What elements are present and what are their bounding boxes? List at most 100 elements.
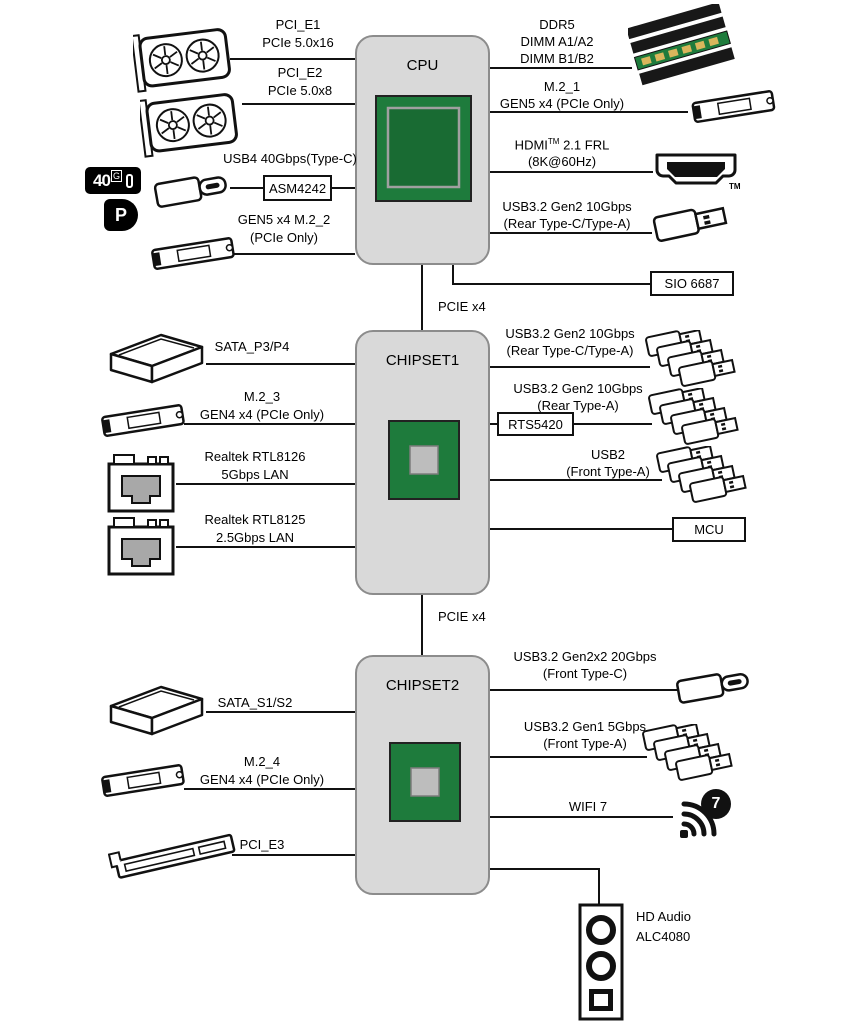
- wire-c1-usbB-a: [490, 423, 497, 425]
- label-cpu-usb32-note: (Rear Type-C/Type-A): [503, 216, 631, 231]
- label-rtl8126-speed: 5Gbps LAN: [221, 467, 289, 482]
- pcie-slot-icon: [108, 833, 236, 879]
- label-sata-s12: SATA_S1/S2: [217, 695, 293, 710]
- label-alc4080: ALC4080: [636, 929, 691, 944]
- label-pci-e1-speed: PCIe 5.0x16: [262, 35, 334, 50]
- wire-c1-usbB-b: [574, 423, 652, 425]
- sio6687-chip: SIO 6687: [650, 271, 734, 296]
- wire-sata-s12: [206, 711, 355, 713]
- ddr5-dimm-icon: [628, 4, 735, 86]
- label-hd-audio: HD Audio: [636, 909, 691, 924]
- usb4-40g-number: 40: [93, 170, 111, 190]
- hdmi-tm-mark: TM: [729, 182, 741, 191]
- label-m2-1: M.2_1: [543, 79, 581, 94]
- wire-asm4242-cpu: [332, 187, 355, 189]
- label-c1-usb2-note: (Front Type-A): [566, 464, 650, 479]
- usb-stack-gen1-icon: [642, 724, 733, 781]
- wire-audio-h: [490, 868, 600, 870]
- chipset1-chip-icon: [388, 420, 460, 500]
- label-m2-3: M.2_3: [243, 389, 281, 404]
- label-rtl8125-speed: 2.5Gbps LAN: [215, 530, 295, 545]
- usb4-40g-unit: G: [110, 170, 122, 182]
- sata-s-drive-icon: [109, 685, 204, 736]
- label-m2-4: M.2_4: [243, 754, 281, 769]
- m2-2-ssd-icon: [151, 237, 235, 270]
- label-hdmi-name: HDMI: [514, 137, 548, 153]
- sio6687-label: SIO 6687: [664, 276, 720, 291]
- label-c2-usbA-note: (Front Type-C): [542, 666, 628, 681]
- label-dimm-b: DIMM B1/B2: [520, 51, 594, 66]
- label-c2-usbB: USB3.2 Gen1 5Gbps: [523, 719, 647, 734]
- label-pci-e2-speed: PCIe 5.0x8: [267, 83, 333, 98]
- wire-usb4-device: [230, 187, 263, 189]
- gpu2-icon: [140, 93, 238, 158]
- wire-cpu-usb32: [490, 232, 652, 234]
- wire-mcu: [490, 528, 672, 530]
- label-dimm-a: DIMM A1/A2: [520, 34, 594, 49]
- wire-pci-e1: [230, 58, 355, 60]
- label-c1-usb2: USB2: [591, 447, 625, 462]
- label-m2-4-note: GEN4 x4 (PCIe Only): [199, 772, 325, 787]
- label-m2-1-note: GEN5 x4 (PCIe Only): [499, 96, 625, 111]
- wire-lan-5g: [176, 483, 355, 485]
- label-m2-2: GEN5 x4 M.2_2: [237, 212, 331, 227]
- wire-sio-v: [452, 265, 454, 284]
- label-c1-usbA: USB3.2 Gen2 10Gbps: [505, 326, 635, 341]
- label-usb4: USB4 40Gbps(Type-C): [223, 151, 357, 166]
- usb-stack-usb2-icon: [656, 446, 747, 503]
- wire-lan-25g: [176, 546, 355, 548]
- asm4242-label: ASM4242: [268, 180, 327, 196]
- label-cpu-usb32: USB3.2 Gen2 10Gbps: [502, 199, 632, 214]
- bus-label-pcie-x4-top: PCIE x4: [438, 299, 486, 314]
- sata-p-drive-icon: [109, 333, 204, 384]
- gpu1-icon: [133, 28, 231, 93]
- label-pci-e3: PCI_E3: [239, 837, 285, 852]
- asm4242-chip: ASM4242: [263, 175, 332, 201]
- wire-m2-3: [184, 423, 355, 425]
- label-pci-e2: PCI_E2: [277, 65, 323, 80]
- displayport-letter: P: [114, 204, 127, 225]
- usb4-40g-logo: 40 G: [85, 167, 141, 194]
- bus-chipset1-chipset2: [421, 595, 423, 655]
- wifi-icon: [680, 789, 731, 838]
- label-c2-usbA: USB3.2 Gen2x2 20Gbps: [513, 649, 657, 664]
- wire-m2-4: [184, 788, 355, 790]
- mcu-chip: MCU: [672, 517, 746, 542]
- label-sata-p34: SATA_P3/P4: [214, 339, 290, 354]
- bus-label-pcie-x4-bottom: PCIE x4: [438, 609, 486, 624]
- wire-m2-1: [490, 111, 688, 113]
- usb4-connector-glyph: [125, 173, 133, 188]
- m2-3-ssd-icon: [101, 404, 185, 437]
- wire-c1-usb2: [490, 479, 662, 481]
- chipset2-chip-icon: [389, 742, 461, 822]
- wire-c2-usbA: [490, 689, 678, 691]
- wire-c2-usbB: [490, 756, 647, 758]
- label-hdmi: HDMITM 2.1 FRL: [514, 137, 610, 153]
- rts5420-label: RTS5420: [508, 416, 563, 432]
- label-c1-usbB: USB3.2 Gen2 10Gbps: [513, 381, 643, 396]
- wire-pci-e2: [242, 103, 355, 105]
- ethernet-25g-icon: [107, 517, 175, 576]
- label-c2-usbB-note: (Front Type-A): [543, 736, 627, 751]
- cpu-chip-icon: [375, 95, 472, 202]
- label-m2-3-note: GEN4 x4 (PCIe Only): [199, 407, 325, 422]
- cpu-label: CPU: [406, 57, 439, 74]
- wire-m2-2: [228, 253, 355, 255]
- chipset2-label: CHIPSET2: [385, 677, 460, 694]
- label-m2-2-note: (PCIe Only): [250, 230, 318, 245]
- chipset1-label: CHIPSET1: [385, 352, 460, 369]
- rts5420-chip: RTS5420: [497, 412, 574, 436]
- chipset2-block: CHIPSET2: [355, 655, 490, 895]
- wire-hdmi: [490, 171, 653, 173]
- wire-wifi: [490, 816, 673, 818]
- usb-stack-rear-ca-icon: [645, 330, 736, 387]
- label-wifi7: WIFI 7: [568, 799, 608, 814]
- label-c1-usbB-note: (Rear Type-A): [537, 398, 619, 413]
- m2-4-ssd-icon: [101, 764, 185, 797]
- label-hdmi-rest: 2.1 FRL: [559, 137, 610, 153]
- wire-sata-p34: [206, 363, 355, 365]
- wire-sio-h: [452, 283, 650, 285]
- hdmi-port-icon: [655, 153, 737, 185]
- displayport-logo: P: [104, 199, 138, 231]
